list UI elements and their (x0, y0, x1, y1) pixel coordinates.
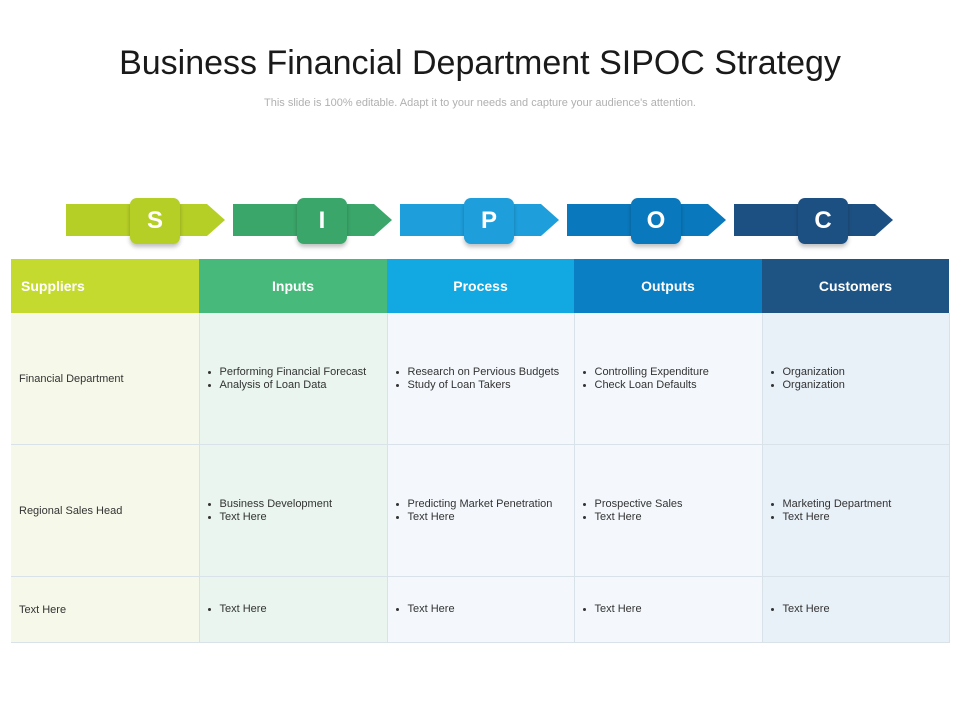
list-item: Text Here (408, 511, 568, 524)
cell-customers: Marketing Department Text Here (762, 444, 950, 577)
list-item: Organization (783, 379, 943, 392)
header-outputs: Outputs (574, 259, 762, 313)
list-item: Research on Pervious Budgets (408, 366, 568, 379)
list-item: Study of Loan Takers (408, 379, 568, 392)
list-item: Text Here (408, 603, 568, 616)
list-item: Organization (783, 366, 943, 379)
stage-letter-c: C (798, 198, 848, 244)
header-process: Process (387, 259, 574, 313)
page-title: Business Financial Department SIPOC Stra… (119, 44, 841, 82)
cell-inputs: Business Development Text Here (199, 444, 388, 577)
cell-outputs: Text Here (574, 576, 763, 643)
list-item: Text Here (595, 511, 756, 524)
list-item: Check Loan Defaults (595, 379, 756, 392)
cell-inputs: Performing Financial Forecast Analysis o… (199, 313, 388, 445)
sipoc-arrow-row: S I P O C (0, 196, 960, 248)
list-item: Performing Financial Forecast (220, 366, 381, 379)
cell-process: Predicting Market Penetration Text Here (387, 444, 575, 577)
cell-customers: Organization Organization (762, 313, 950, 445)
cell-process: Text Here (387, 576, 575, 643)
table-row: Financial Department Performing Financia… (11, 313, 950, 445)
table-row: Regional Sales Head Business Development… (11, 444, 950, 577)
cell-outputs: Controlling Expenditure Check Loan Defau… (574, 313, 763, 445)
stage-letter-s: S (130, 198, 180, 244)
cell-inputs: Text Here (199, 576, 388, 643)
list-item: Predicting Market Penetration (408, 498, 568, 511)
cell-outputs: Prospective Sales Text Here (574, 444, 763, 577)
list-item: Controlling Expenditure (595, 366, 756, 379)
sipoc-table: Suppliers Inputs Process Outputs Custome… (11, 259, 950, 643)
stage-letter-o: O (631, 198, 681, 244)
cell-process: Research on Pervious Budgets Study of Lo… (387, 313, 575, 445)
header-suppliers: Suppliers (11, 259, 199, 313)
cell-supplier: Financial Department (11, 313, 200, 445)
table-header-row: Suppliers Inputs Process Outputs Custome… (11, 259, 949, 313)
header-inputs: Inputs (199, 259, 387, 313)
stage-letter-p: P (464, 198, 514, 244)
list-item: Text Here (220, 603, 381, 616)
cell-supplier: Regional Sales Head (11, 444, 200, 577)
list-item: Text Here (783, 511, 943, 524)
list-item: Prospective Sales (595, 498, 756, 511)
cell-supplier: Text Here (11, 576, 200, 643)
page-subtitle: This slide is 100% editable. Adapt it to… (264, 97, 696, 109)
cell-customers: Text Here (762, 576, 950, 643)
list-item: Marketing Department (783, 498, 943, 511)
list-item: Text Here (595, 603, 756, 616)
list-item: Analysis of Loan Data (220, 379, 381, 392)
table-row: Text Here Text Here Text Here Text Here … (11, 576, 950, 643)
list-item: Text Here (220, 511, 381, 524)
header-customers: Customers (762, 259, 949, 313)
stage-letter-i: I (297, 198, 347, 244)
list-item: Business Development (220, 498, 381, 511)
list-item: Text Here (783, 603, 943, 616)
